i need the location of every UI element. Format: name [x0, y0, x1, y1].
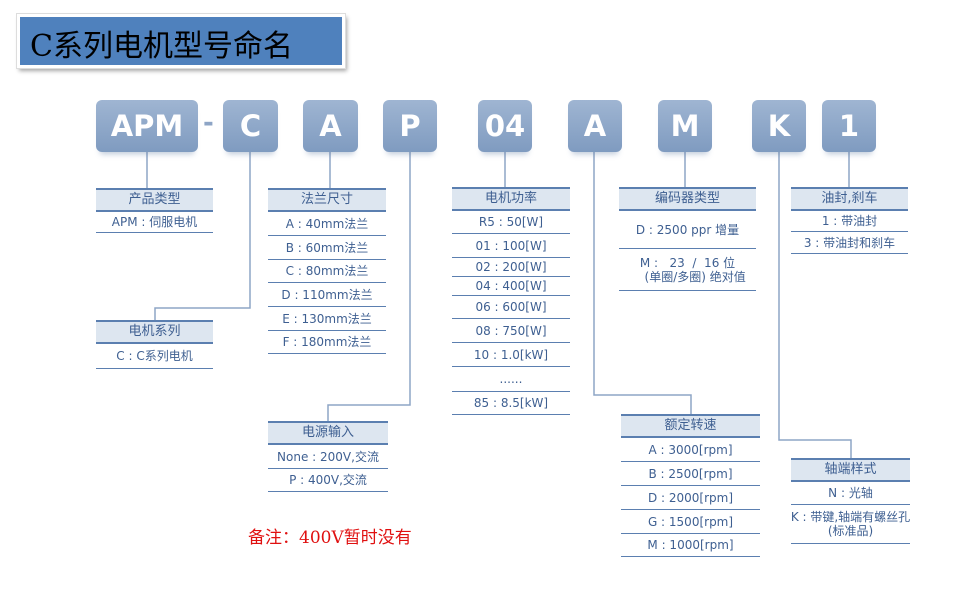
table-header: 轴端样式: [791, 458, 910, 482]
code-box-5: A: [568, 100, 622, 152]
table-row: M : 23 / 16 位 (单圈/多圈) 绝对值: [619, 249, 756, 291]
connector-c: [154, 152, 251, 320]
table-row: 08 : 750[W]: [452, 319, 570, 343]
table-row: D : 2500 ppr 增量: [619, 211, 756, 249]
table-header: 电源输入: [268, 421, 388, 445]
table-header: 电机功率: [452, 187, 570, 211]
code-box-1: C: [223, 100, 278, 152]
connector-a2: [593, 152, 692, 414]
code-box-3: P: [383, 100, 437, 152]
connector-k: [778, 152, 852, 458]
table-row: E : 130mm法兰: [268, 307, 386, 331]
table-row: 06 : 600[W]: [452, 296, 570, 319]
table-header: 法兰尺寸: [268, 188, 386, 212]
table-row: C : 80mm法兰: [268, 260, 386, 283]
code-separator: -: [203, 108, 214, 138]
table-row: G : 1500[rpm]: [621, 510, 760, 534]
table-row: D : 2000[rpm]: [621, 486, 760, 510]
code-box-4: 04: [478, 100, 532, 152]
table-row: ......: [452, 367, 570, 392]
table-row: None : 200V,交流: [268, 445, 388, 469]
table-row: K : 带键,轴端有螺丝孔 (标准品): [791, 505, 910, 544]
table-row: APM : 伺服电机: [96, 212, 213, 233]
table-header: 电机系列: [96, 320, 213, 344]
code-box-6: M: [658, 100, 712, 152]
table-row: C : C系列电机: [96, 344, 213, 369]
code-box-8: 1: [822, 100, 876, 152]
table-row: 85 : 8.5[kW]: [452, 392, 570, 415]
code-box-2: A: [303, 100, 358, 152]
table-row: R5 : 50[W]: [452, 211, 570, 234]
table-row: N : 光轴: [791, 482, 910, 505]
table-row: 10 : 1.0[kW]: [452, 343, 570, 367]
table-header: 产品类型: [96, 188, 213, 212]
table-row: A : 40mm法兰: [268, 212, 386, 236]
table-row: 1 : 带油封: [791, 211, 908, 232]
table-header: 编码器类型: [619, 187, 756, 211]
page-title: C系列电机型号命名: [16, 13, 346, 69]
table-row: B : 2500[rpm]: [621, 462, 760, 486]
table-row: 02 : 200[W]: [452, 258, 570, 277]
table-row: B : 60mm法兰: [268, 236, 386, 260]
table-row: 01 : 100[W]: [452, 234, 570, 258]
table-header: 额定转速: [621, 414, 760, 438]
note-text: 备注：400V暂时没有: [248, 528, 412, 548]
table-row: M : 1000[rpm]: [621, 534, 760, 557]
table-row: D : 110mm法兰: [268, 283, 386, 307]
table-row: A : 3000[rpm]: [621, 438, 760, 462]
table-row: 04 : 400[W]: [452, 277, 570, 296]
code-box-0: APM: [96, 100, 198, 152]
table-header: 油封,刹车: [791, 187, 908, 211]
table-row: 3 : 带油封和刹车: [791, 232, 908, 254]
table-row: F : 180mm法兰: [268, 331, 386, 354]
table-row: P : 400V,交流: [268, 469, 388, 492]
connector-p: [327, 152, 411, 421]
code-box-7: K: [752, 100, 806, 152]
